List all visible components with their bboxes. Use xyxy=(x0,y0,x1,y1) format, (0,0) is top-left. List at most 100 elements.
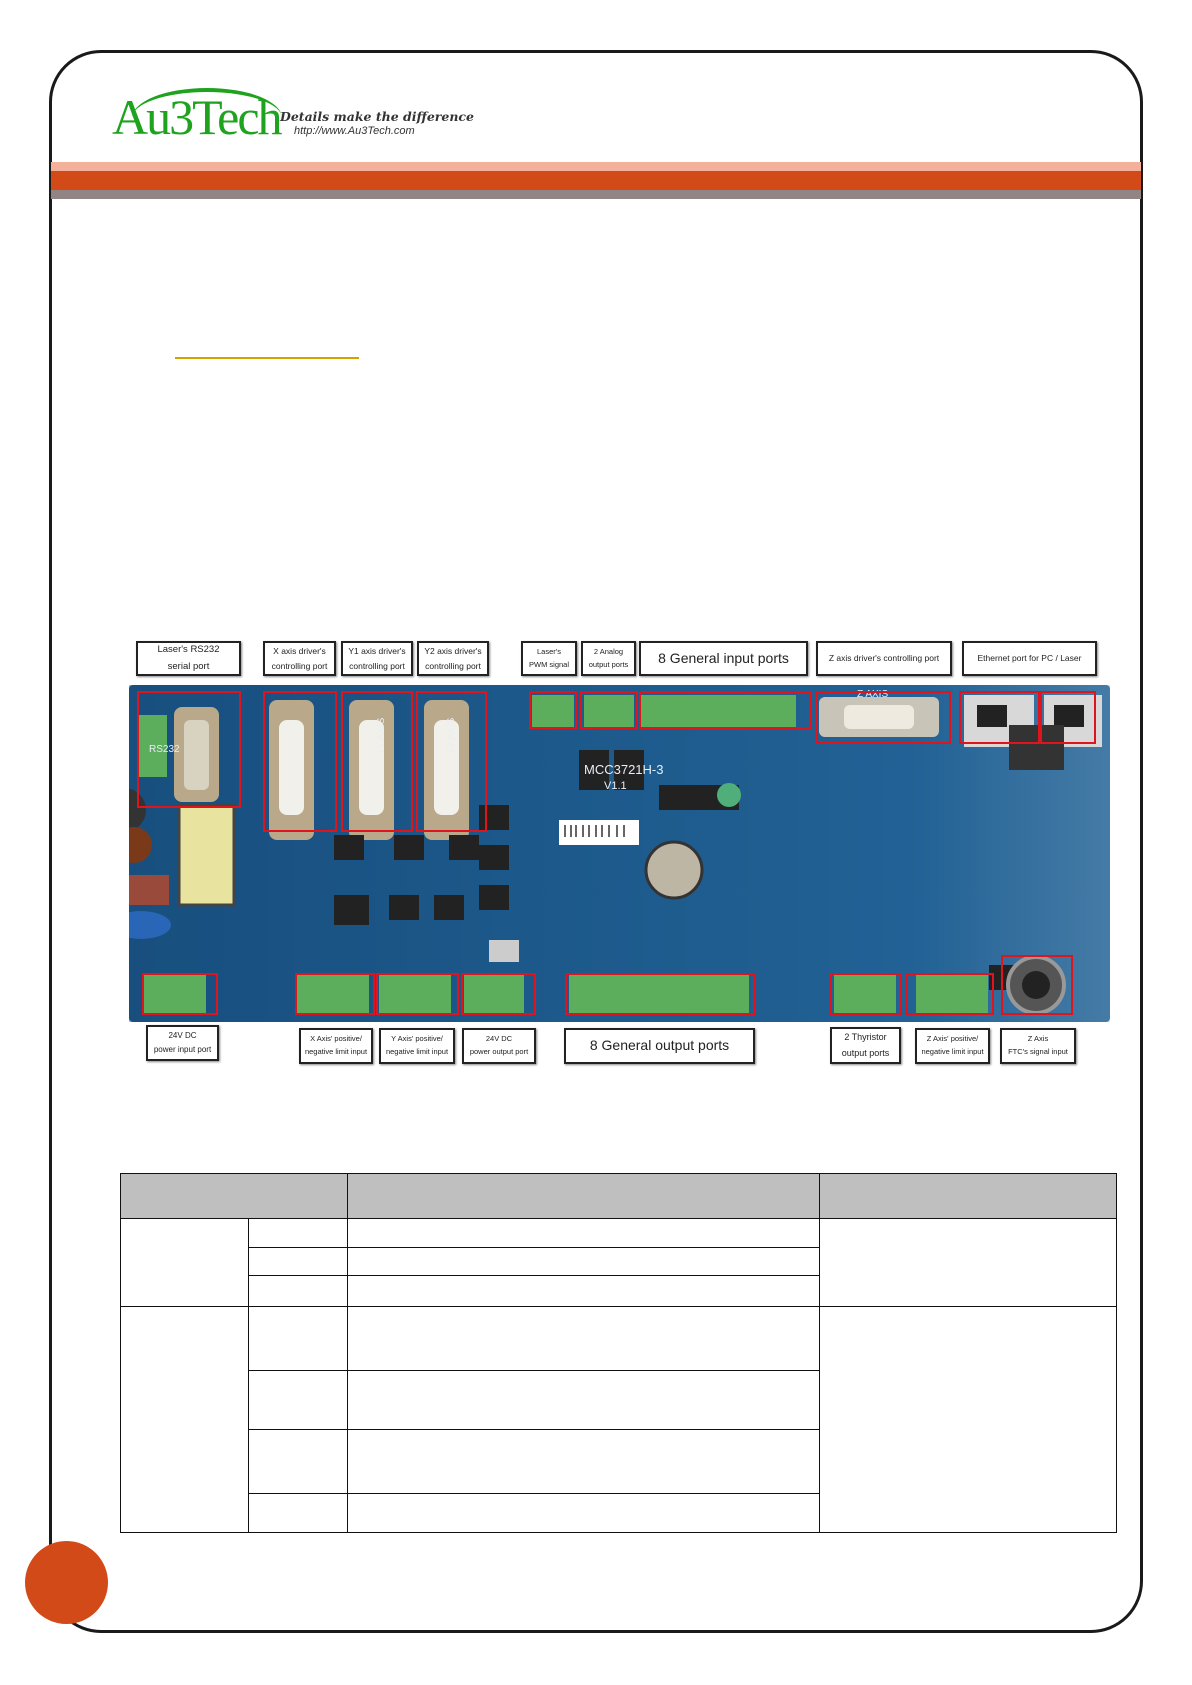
table-row xyxy=(120,1218,1117,1307)
table-cell xyxy=(120,1218,249,1307)
label-line: Laser's xyxy=(537,646,561,656)
label-analog-output: 2 Analog output ports xyxy=(581,641,636,676)
label-general-output: 8 General output ports xyxy=(564,1028,755,1064)
highlight-x-axis xyxy=(263,691,337,832)
highlight-general-input xyxy=(639,691,812,729)
highlight-x-limit xyxy=(295,973,375,1015)
highlight-y1-axis xyxy=(341,691,413,832)
label-line: Z axis driver's controlling port xyxy=(828,653,940,664)
highlight-ethernet-2 xyxy=(1040,691,1096,744)
tagline: Details make the difference xyxy=(280,109,474,124)
header-band-light xyxy=(51,162,1141,171)
website-url: http://www.Au3Tech.com xyxy=(294,125,415,137)
table-row xyxy=(121,1275,1117,1307)
table-header-row xyxy=(120,1173,1117,1219)
highlight-24v-in xyxy=(142,973,218,1015)
controller-board-photo: MCC3721H-3 V1.1 RS232 Y1 AXIS Y2 AXIS Z … xyxy=(102,685,1110,1022)
label-line: negative limit input xyxy=(304,1047,368,1056)
label-z-limit: Z Axis' positive/negative limit input xyxy=(915,1028,990,1064)
table-cell xyxy=(347,1306,820,1371)
table-row xyxy=(121,1247,1117,1276)
label-x-axis-port: X axis driver's controlling port xyxy=(263,641,336,676)
label-y-limit: Y Axis' positive/negative limit input xyxy=(379,1028,455,1064)
table-header-cell xyxy=(347,1173,820,1219)
highlight-analog xyxy=(580,691,638,729)
label-general-input: 8 General input ports xyxy=(639,641,808,676)
highlight-ftc xyxy=(1001,955,1073,1015)
table-header-cell xyxy=(120,1173,348,1219)
label-line: output ports xyxy=(588,659,629,669)
page-number-circle xyxy=(25,1541,108,1624)
label-line: 8 General input ports xyxy=(658,649,789,666)
label-thyristor: 2 Thyristor output ports xyxy=(830,1027,901,1064)
silk-z-axis: Z AXIS xyxy=(857,689,888,700)
label-line: 24V DC xyxy=(168,1031,197,1041)
label-line: controlling port xyxy=(271,660,328,671)
label-line: power input port xyxy=(153,1045,212,1054)
label-line: PWM signal xyxy=(528,659,569,669)
label-x-limit: X Axis' positive/negative limit input xyxy=(299,1028,373,1064)
label-24v-input: 24V DC power input port xyxy=(146,1025,219,1061)
label-line: controlling port xyxy=(349,660,405,671)
label-line: output ports xyxy=(841,1047,890,1058)
highlight-pwm xyxy=(529,691,577,729)
label-rs232-port: Laser's RS232 serial port xyxy=(136,641,241,676)
label-line: power output port xyxy=(469,1047,529,1056)
highlight-z-limit xyxy=(906,973,994,1015)
table-cell xyxy=(248,1370,348,1430)
label-line: 2 Thyristor xyxy=(844,1032,887,1043)
silk-y1-axis: Y1 AXIS xyxy=(376,717,387,755)
table-cell xyxy=(248,1493,348,1533)
table-cell xyxy=(248,1247,348,1276)
silk-y2-axis: Y2 AXIS xyxy=(446,717,457,755)
page-frame xyxy=(49,50,1143,1633)
label-line: Y1 axis driver's xyxy=(348,646,406,657)
label-line: 2 Analog xyxy=(593,646,624,656)
label-line: Laser's RS232 xyxy=(157,644,220,656)
label-line: 24V DC xyxy=(485,1034,513,1044)
silk-rs232: RS232 xyxy=(149,744,180,755)
highlight-thyristor xyxy=(829,973,902,1015)
table-cell xyxy=(248,1429,348,1494)
board-version-text: V1.1 xyxy=(604,780,627,792)
table-cell xyxy=(347,1429,820,1494)
header-band-gray xyxy=(51,190,1141,199)
label-line: negative limit input xyxy=(385,1047,449,1056)
highlight-rs232 xyxy=(137,691,241,808)
label-line: FTC's signal input xyxy=(1008,1047,1068,1056)
label-line: negative limit input xyxy=(921,1047,984,1056)
label-z-axis-port: Z axis driver's controlling port xyxy=(816,641,952,676)
table-cell xyxy=(347,1493,820,1533)
highlight-general-output xyxy=(565,973,755,1015)
label-24v-output: 24V DC power output port xyxy=(462,1028,536,1064)
table-cell xyxy=(347,1247,820,1276)
board-model-text: MCC3721H-3 xyxy=(584,762,663,777)
label-line: Ethernet port for PC / Laser xyxy=(977,653,1082,664)
table-header-cell xyxy=(819,1173,1117,1219)
label-line: 8 General output ports xyxy=(589,1037,730,1054)
label-line: X Axis' positive/ xyxy=(310,1034,362,1044)
label-ethernet-port: Ethernet port for PC / Laser xyxy=(962,641,1097,676)
table-cell xyxy=(120,1306,249,1533)
label-line: controlling port xyxy=(425,660,481,671)
heading-underline xyxy=(175,357,359,359)
highlight-z-axis xyxy=(816,691,951,744)
label-line: Y Axis' positive/ xyxy=(391,1034,443,1044)
table-cell xyxy=(248,1218,348,1248)
table-row xyxy=(120,1306,1117,1533)
label-line: serial port xyxy=(167,660,210,672)
table-row xyxy=(121,1493,1117,1533)
label-line: X axis driver's xyxy=(273,646,326,657)
label-line: Z Axis' positive/ xyxy=(926,1034,979,1044)
table-row xyxy=(121,1429,1117,1494)
table-cell xyxy=(347,1370,820,1430)
table-cell xyxy=(248,1275,348,1307)
spec-table xyxy=(120,1173,1117,1533)
table-cell xyxy=(819,1306,1117,1533)
table-cell xyxy=(819,1218,1117,1307)
header-band-orange xyxy=(51,171,1141,190)
logo-text: Au3Tech xyxy=(112,89,283,145)
